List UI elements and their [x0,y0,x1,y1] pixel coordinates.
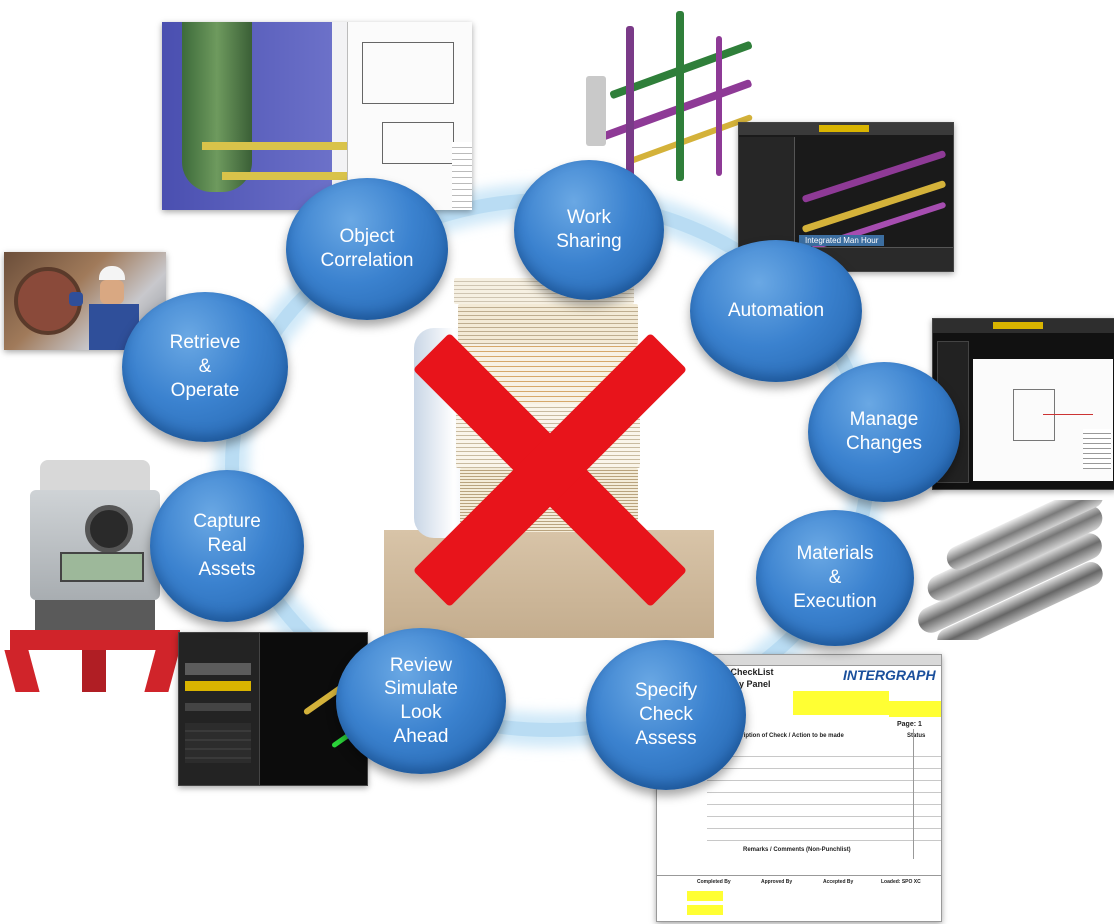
node-label: Work Sharing [556,207,622,252]
checklist-status-header: Status [907,733,926,739]
node-review-simulate: Review Simulate Look Ahead [336,628,506,774]
checklist-footer-col-1: Completed By [697,879,731,885]
node-label: Capture Real Assets [193,511,261,580]
node-object-correlation: Object Correlation [286,178,448,320]
node-manage-changes: Manage Changes [808,362,960,502]
checklist-brand: INTERGRAPH [843,667,936,683]
node-label: Manage Changes [845,409,923,454]
node-automation: Automation [690,240,862,382]
node-label: Review Simulate Look Ahead [384,654,458,747]
node-retrieve-operate: Retrieve & Operate [122,292,288,442]
total-station-thumbnail [0,460,190,692]
node-label: Materials & Execution [793,543,877,612]
node-label: Specify Check Assess [634,680,698,749]
checklist-column-header: Description of Check / Action to be made [727,733,844,739]
node-specify-check-assess: Specify Check Assess [586,640,746,790]
checklist-page: Page: 1 [897,721,922,728]
manage-changes-screen-thumbnail [932,318,1114,490]
plant-3d-model-thumbnail [566,6,786,196]
node-label: Object Correlation [320,226,414,271]
node-materials-execution: Materials & Execution [756,510,914,646]
vessel-pid-thumbnail [162,22,472,210]
pipe-bundle-thumbnail [900,500,1114,640]
checklist-footer-col-2: Approved By [761,879,793,885]
checklist-footer-col-4: Loaded: SPO XC [881,879,921,885]
work-sharing-caption: Integrated Man Hour [799,235,885,246]
checklist-footer-col-3: Accepted By [823,879,854,885]
red-cross-mark [400,320,700,620]
checklist-section-header: Remarks / Comments (Non-Punchlist) [743,847,851,853]
node-capture-real-assets: Capture Real Assets [150,470,304,622]
node-work-sharing: Work Sharing [514,160,664,300]
node-label: Retrieve & Operate [169,332,241,401]
node-label: Automation [727,300,825,322]
